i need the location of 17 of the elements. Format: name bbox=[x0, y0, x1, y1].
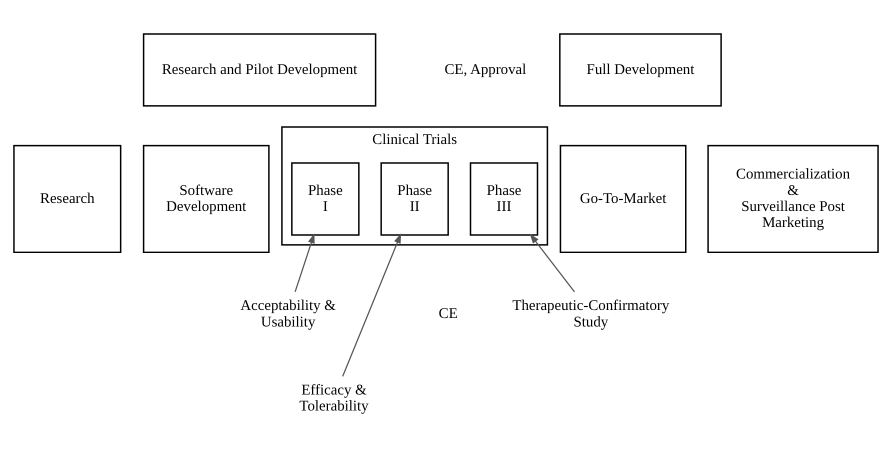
node-box: Phase III bbox=[470, 162, 538, 236]
node-box: Phase I bbox=[291, 162, 360, 236]
node-text: Therapeutic-Confirmatory Study bbox=[512, 298, 670, 330]
node-box: Commercialization & Surveillance Post Marketing bbox=[707, 144, 879, 253]
arrow bbox=[530, 233, 575, 292]
node-box: Software Development bbox=[142, 144, 270, 253]
node-box: Research bbox=[13, 144, 122, 253]
node-box: Phase II bbox=[380, 162, 449, 236]
label: CE, Approval bbox=[444, 61, 526, 78]
label: CE bbox=[438, 306, 458, 322]
node-text: Acceptability & Usability bbox=[240, 298, 336, 330]
arrow bbox=[342, 232, 402, 376]
node-box: Full Development bbox=[559, 32, 722, 106]
node-box: Research and Pilot Development bbox=[142, 32, 376, 106]
arrow bbox=[294, 232, 315, 292]
node-box: Go-To-Market bbox=[560, 144, 686, 253]
node-text: Efficacy & Tolerability bbox=[299, 382, 369, 414]
